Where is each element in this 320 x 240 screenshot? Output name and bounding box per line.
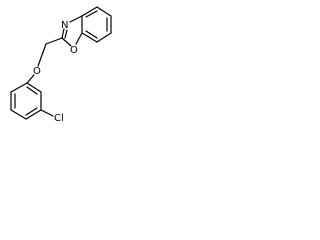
- ring-oxygen-label: O: [70, 45, 78, 56]
- oxazole-ring: [61, 15, 83, 47]
- chemical-structure: N O O Cl: [10, 6, 112, 124]
- chlorophenyl-ring: [10, 82, 42, 120]
- benzoxazole-benzene-ring: [81, 6, 112, 43]
- nitrogen-label: N: [61, 20, 68, 31]
- ether-bond-upper: [37, 43, 47, 67]
- ether-oxygen-label: O: [33, 66, 41, 77]
- methylene-bond: [45, 37, 63, 45]
- chlorine-label: Cl: [54, 113, 64, 124]
- chlorine-bond: [40, 109, 54, 117]
- ether-bond-lower: [26, 74, 35, 84]
